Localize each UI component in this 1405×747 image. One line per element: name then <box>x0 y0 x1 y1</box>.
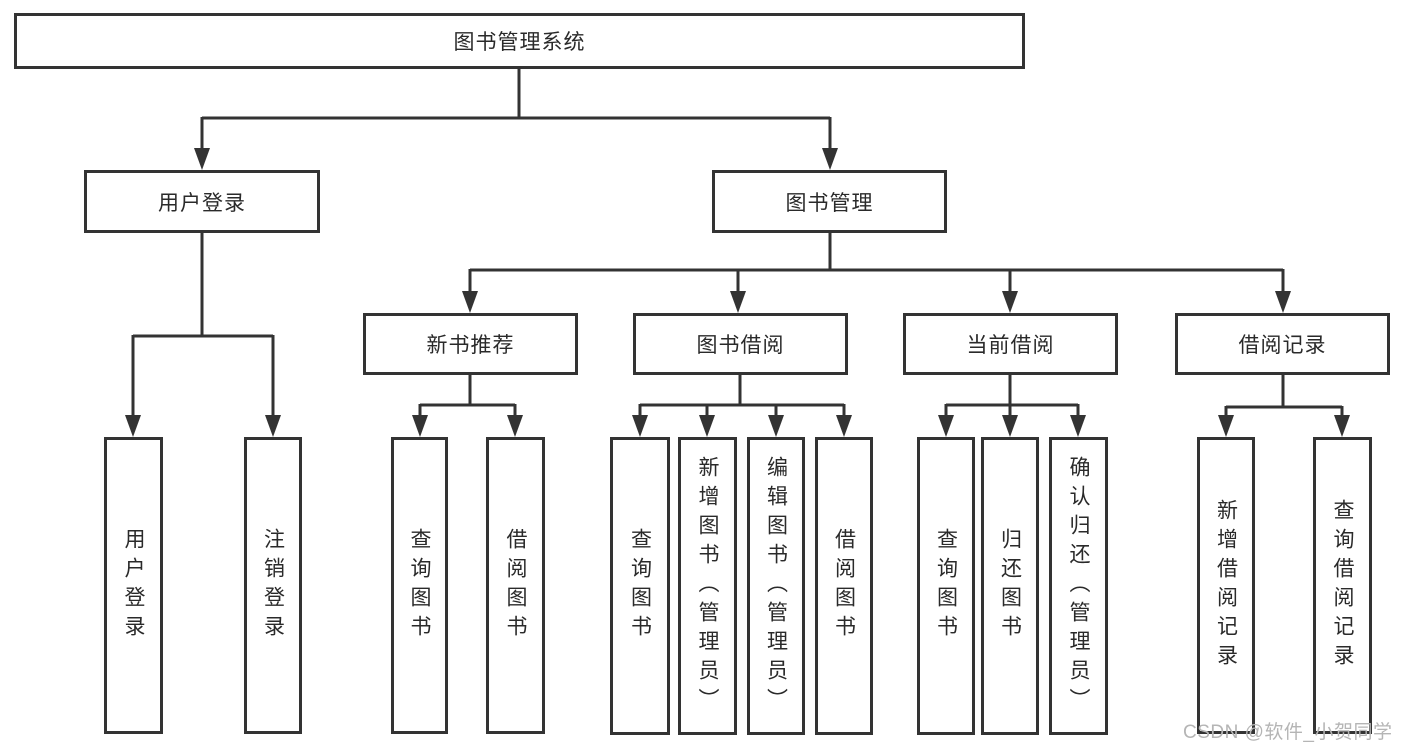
node-confirm-return-admin: 确认归还（管理员） <box>1049 437 1108 735</box>
arrowhead <box>1334 415 1350 437</box>
node-logout: 注销登录 <box>244 437 302 734</box>
node-new-book-recommendation: 新书推荐 <box>363 313 578 375</box>
arrowhead <box>836 415 852 437</box>
arrowhead <box>125 415 141 437</box>
arrowhead <box>938 415 954 437</box>
node-user-login-leaf: 用户登录 <box>104 437 163 734</box>
connector-borrow-records-children <box>1224 375 1344 417</box>
node-current-borrowing: 当前借阅 <box>903 313 1118 375</box>
connector-user-login-children <box>131 233 275 417</box>
node-query-books-borrowing: 查询图书 <box>610 437 670 735</box>
arrowhead <box>507 415 523 437</box>
node-query-books-recommendation: 查询图书 <box>391 437 448 734</box>
arrowhead <box>1002 415 1018 437</box>
connector-new-book-children <box>418 375 517 417</box>
connector-book-mgmt-children <box>468 233 1285 293</box>
node-book-management: 图书管理 <box>712 170 947 233</box>
node-query-books-current: 查询图书 <box>917 437 975 735</box>
arrowhead <box>462 291 478 313</box>
node-library-management-system: 图书管理系统 <box>14 13 1025 69</box>
arrowhead <box>768 415 784 437</box>
node-add-books-admin: 新增图书（管理员） <box>678 437 737 735</box>
connector-root-to-level2 <box>200 69 832 150</box>
arrowhead <box>699 415 715 437</box>
arrowhead <box>822 148 838 170</box>
arrowhead <box>265 415 281 437</box>
node-query-borrow-record: 查询借阅记录 <box>1313 437 1372 734</box>
arrowhead <box>1218 415 1234 437</box>
arrowhead <box>730 291 746 313</box>
node-book-borrowing: 图书借阅 <box>633 313 848 375</box>
arrowhead <box>412 415 428 437</box>
connector-book-borrow-children <box>638 375 846 417</box>
node-borrow-books-recommendation: 借阅图书 <box>486 437 545 734</box>
node-user-login: 用户登录 <box>84 170 320 233</box>
node-borrowing-records: 借阅记录 <box>1175 313 1390 375</box>
arrowhead <box>1070 415 1086 437</box>
arrowhead <box>1002 291 1018 313</box>
node-return-books: 归还图书 <box>981 437 1039 735</box>
arrowhead <box>194 148 210 170</box>
arrowheads <box>125 148 1350 437</box>
csdn-watermark: CSDN @软件_小贺同学 <box>1183 722 1393 743</box>
node-add-borrow-record: 新增借阅记录 <box>1197 437 1255 734</box>
arrowhead <box>1275 291 1291 313</box>
node-edit-books-admin: 编辑图书（管理员） <box>747 437 805 735</box>
node-borrow-books: 借阅图书 <box>815 437 873 735</box>
arrowhead <box>632 415 648 437</box>
connector-current-borrow-children <box>944 375 1080 417</box>
